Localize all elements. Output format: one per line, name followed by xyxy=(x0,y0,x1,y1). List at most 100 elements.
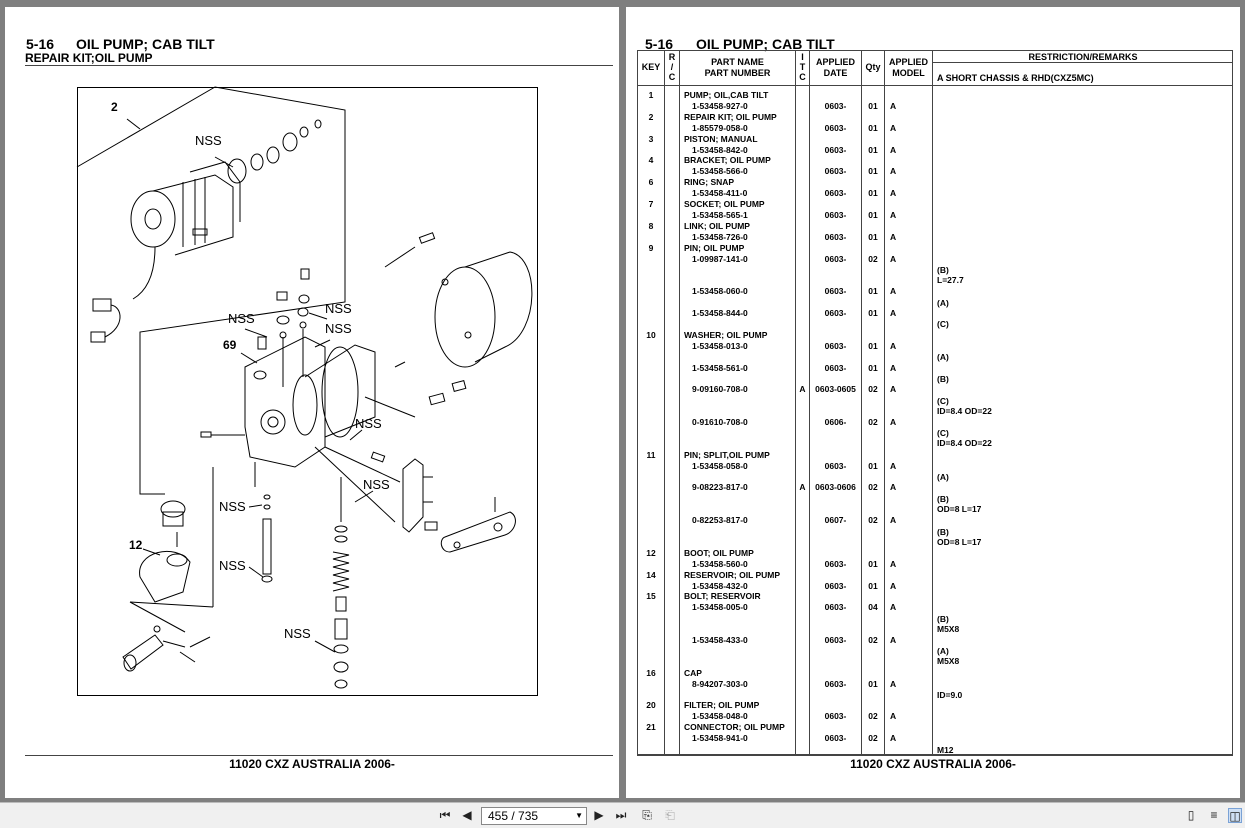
next-page-icon[interactable]: ▶ xyxy=(594,808,604,822)
facing-icon[interactable]: ◫ xyxy=(1228,808,1242,823)
footer-rule xyxy=(637,755,1233,756)
header-part-name: PART NAME xyxy=(711,57,764,67)
cell-model: A xyxy=(890,362,897,373)
cell-date: 0603- xyxy=(824,100,847,111)
header-ric: R / C xyxy=(668,52,676,82)
cell-remark: (C) ID=8.4 OD=22 xyxy=(937,428,992,449)
cell-key: 10 xyxy=(646,329,656,340)
cell-qty: 02 xyxy=(868,515,878,526)
page-number-select[interactable]: 455 / 735 ▼ xyxy=(481,807,587,825)
cell-part-name: RESERVOIR; OIL PUMP xyxy=(684,569,781,580)
cell-part-name: BOOT; OIL PUMP xyxy=(684,547,754,558)
cell-qty: 04 xyxy=(868,602,878,613)
cell-key: 9 xyxy=(648,242,654,253)
cell-key: 11 xyxy=(646,449,656,460)
cell-part-name: RING; SNAP xyxy=(684,177,735,188)
viewer-toolbar: ⏮ ◀ 455 / 735 ▼ ▶ ⏭ ⎘ ⎗ ▯ ≡ ◫ xyxy=(0,802,1245,828)
parts-table: KEY R / C PART NAME PART NUMBER I T C AP… xyxy=(637,50,1233,755)
cell-part-number: 1-53458-561-0 xyxy=(692,362,748,373)
nss-label: NSS xyxy=(228,311,255,326)
cell-part-number: 1-09987-141-0 xyxy=(692,253,748,264)
cell-date: 0603- xyxy=(824,711,847,722)
cell-part-number: 9-09160-708-0 xyxy=(692,384,748,395)
left-page: 5-16 OIL PUMP; CAB TILT REPAIR KIT;OIL P… xyxy=(5,7,619,798)
cell-key: 6 xyxy=(648,177,654,188)
last-page-icon[interactable]: ⏭ xyxy=(615,808,627,822)
cell-qty: 02 xyxy=(868,384,878,395)
cell-part-name: LINK; OIL PUMP xyxy=(684,220,750,231)
cell-date: 0603- xyxy=(824,635,847,645)
continuous-icon[interactable]: ≡ xyxy=(1210,808,1218,822)
prev-page-icon[interactable]: ◀ xyxy=(462,808,472,822)
cell-part-name: PIN; SPLIT,OIL PUMP xyxy=(684,449,770,460)
cell-date: 0603-0605 xyxy=(815,384,856,395)
cell-part-number: 1-53458-560-0 xyxy=(692,558,748,569)
page-title: OIL PUMP; CAB TILT xyxy=(696,36,835,52)
first-page-icon[interactable]: ⏮ xyxy=(439,808,451,822)
cell-part-number: 0-91610-708-0 xyxy=(692,417,748,427)
nss-label: NSS xyxy=(219,499,246,514)
cell-model: A xyxy=(890,711,897,722)
cell-part-number: 9-08223-817-0 xyxy=(692,482,748,493)
cell-model: A xyxy=(890,209,897,220)
cell-remark: (C) ID=8.4 OD=22 xyxy=(937,395,992,416)
cell-part-name: PUMP; OIL,CAB TILT xyxy=(684,90,769,100)
cell-part-number: 1-53458-842-0 xyxy=(692,144,748,155)
single-page-icon[interactable]: ▯ xyxy=(1187,808,1195,822)
col-divider xyxy=(679,51,680,754)
cell-model: A xyxy=(890,253,897,264)
cell-key: 20 xyxy=(646,700,656,711)
cell-part-number: 1-53458-411-0 xyxy=(692,188,748,199)
cell-date: 0603- xyxy=(824,188,847,199)
cell-model: A xyxy=(890,482,897,493)
cell-qty: 01 xyxy=(868,122,878,133)
cell-model: A xyxy=(890,733,897,744)
cell-part-name: SOCKET; OIL PUMP xyxy=(684,199,765,209)
cell-remark: (B) xyxy=(937,373,949,384)
cell-key: 16 xyxy=(646,667,656,678)
nss-label: NSS xyxy=(219,558,246,573)
back-icon[interactable]: ⎗ xyxy=(665,808,675,822)
cell-part-name: WASHER; OIL PUMP xyxy=(684,329,768,340)
cell-date: 0603- xyxy=(824,558,847,569)
cell-part-number: 0-82253-817-0 xyxy=(692,515,748,526)
page-subtitle: REPAIR KIT;OIL PUMP xyxy=(25,51,153,65)
cell-part-number: 1-53458-566-0 xyxy=(692,166,748,177)
cell-model: A xyxy=(890,340,897,351)
page-title: OIL PUMP; CAB TILT xyxy=(76,36,215,52)
cell-qty: 02 xyxy=(868,482,878,493)
cell-model: A xyxy=(890,166,897,177)
cell-part-name: BOLT; RESERVOIR xyxy=(684,591,761,602)
cell-date: 0603- xyxy=(824,144,847,155)
cell-part-name: CONNECTOR; OIL PUMP xyxy=(684,722,785,733)
cell-qty: 01 xyxy=(868,340,878,351)
cell-remark: (B) OD=8 L=17 xyxy=(937,526,982,547)
cell-part-number: 1-53458-060-0 xyxy=(692,286,748,297)
cell-part-name: CAP xyxy=(684,667,702,678)
cell-date: 0603- xyxy=(824,286,847,297)
cell-part-number: 1-53458-433-0 xyxy=(692,635,748,645)
cell-date: 0603- xyxy=(824,122,847,133)
cell-date: 0603- xyxy=(824,308,847,318)
cell-qty: 01 xyxy=(868,100,878,111)
cell-part-name: REPAIR KIT; OIL PUMP xyxy=(684,111,777,122)
header-applied-model: APPLIED MODEL xyxy=(888,57,928,78)
cell-date: 0603- xyxy=(824,602,847,613)
cell-key: 15 xyxy=(646,591,656,602)
cell-date: 0603- xyxy=(824,362,847,373)
goto-icon[interactable]: ⎘ xyxy=(642,808,652,822)
cell-date: 0603- xyxy=(824,209,847,220)
header-itc: I T C xyxy=(799,52,806,82)
cell-part-name: PISTON; MANUAL xyxy=(684,133,758,144)
cell-date: 0603- xyxy=(824,166,847,177)
cell-remark: M12 xyxy=(937,744,954,755)
section-number: 5-16 xyxy=(26,36,55,52)
cell-model: A xyxy=(890,308,897,318)
header-remarks: RESTRICTION/REMARKS xyxy=(1028,52,1138,62)
cell-qty: 01 xyxy=(868,144,878,155)
nss-label: NSS xyxy=(195,133,222,148)
cell-qty: 01 xyxy=(868,308,878,318)
cell-date: 0603- xyxy=(824,340,847,351)
cell-date: 0603- xyxy=(824,678,847,689)
cell-qty: 02 xyxy=(868,733,878,744)
